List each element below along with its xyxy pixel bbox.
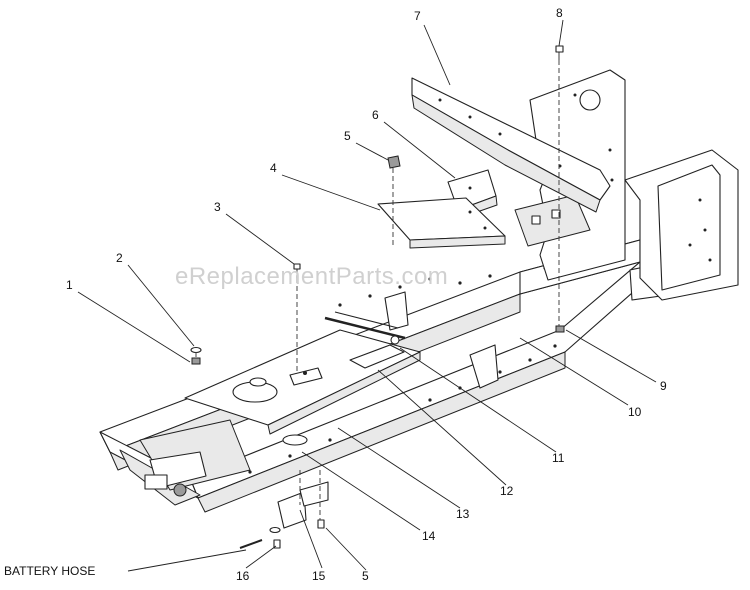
deck-plate [184, 329, 421, 446]
callout-7: 7 [414, 9, 421, 23]
rod-11 [324, 311, 406, 345]
battery-hose-label: BATTERY HOSE [4, 564, 95, 578]
callout-14: 14 [422, 529, 436, 543]
callout-4: 4 [270, 161, 277, 175]
callout-15: 15 [312, 569, 326, 583]
callout-5-upper: 5 [344, 129, 351, 143]
callout-6: 6 [372, 108, 379, 122]
leader-lines [77, 19, 657, 572]
hardware [190, 45, 565, 549]
callout-12: 12 [500, 484, 514, 498]
right-rail-holes [248, 344, 557, 474]
callout-5-lower: 5 [362, 569, 369, 583]
watermark: eReplacementParts.com [175, 263, 448, 290]
callout-2: 2 [116, 251, 123, 265]
callout-8: 8 [556, 6, 563, 20]
callout-1: 1 [66, 278, 73, 292]
callout-11: 11 [552, 451, 565, 465]
callout-10: 10 [628, 405, 642, 419]
plate-4 [377, 197, 506, 249]
lower-bracket-14 [277, 481, 329, 529]
callout-9: 9 [660, 379, 667, 393]
assembly-lines [195, 60, 560, 520]
callout-13: 13 [456, 507, 470, 521]
callout-3: 3 [214, 200, 221, 214]
angle-bracket-7 [411, 77, 611, 213]
callout-labels: 1 2 3 4 5 6 7 8 9 10 11 12 13 14 16 15 5… [4, 6, 667, 583]
callout-16: 16 [236, 569, 250, 583]
